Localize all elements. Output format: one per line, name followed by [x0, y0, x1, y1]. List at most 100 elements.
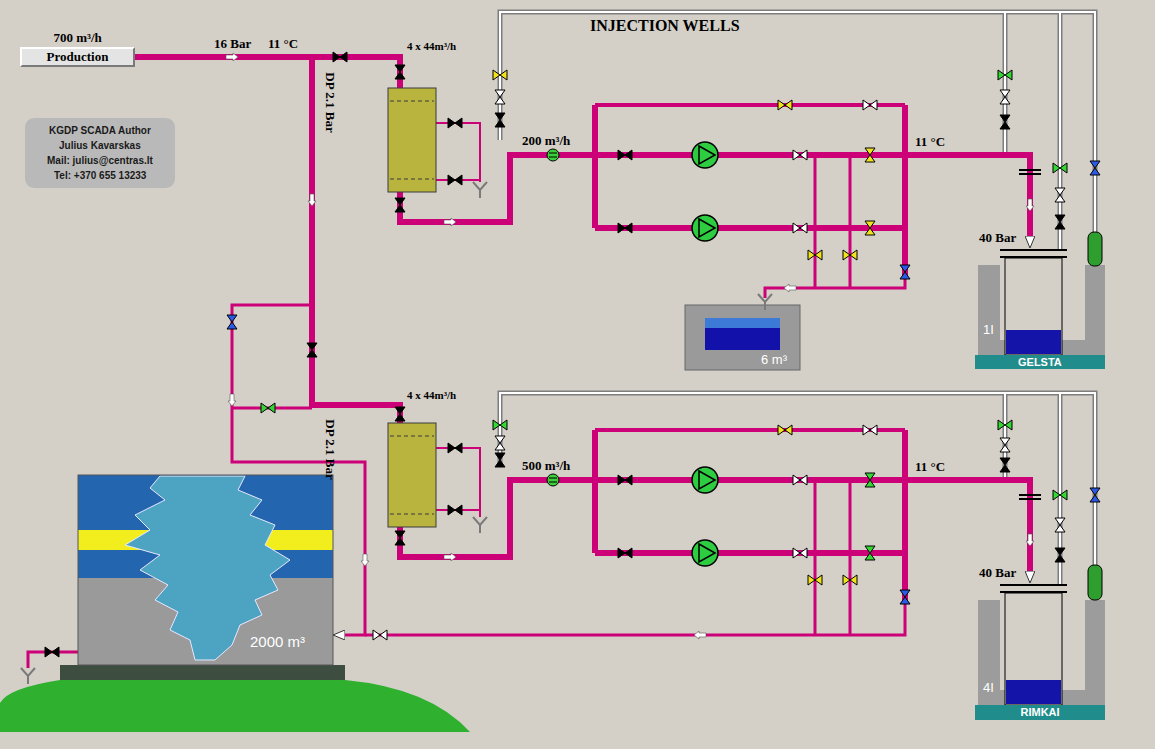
filter [388, 88, 436, 192]
valve [865, 546, 875, 560]
reservoir-base [60, 665, 345, 680]
valve [333, 52, 347, 62]
well-flange [1000, 585, 1067, 592]
well-name-bar [975, 355, 1105, 369]
valve [1090, 161, 1100, 175]
valve [395, 407, 405, 421]
tank-body [685, 305, 800, 370]
valve [865, 148, 875, 162]
reservoir-volume: 2000 m³ [250, 633, 305, 650]
info-line: Mail: julius@centras.lt [47, 153, 153, 168]
well-drawing [975, 232, 1105, 369]
filter-screen [390, 436, 434, 514]
pump-symbol [692, 540, 718, 566]
pipe-tee [1019, 170, 1041, 499]
filter-body [388, 88, 436, 192]
pumps [692, 142, 718, 566]
author-info-box: KGDP SCADA AuthorJulius KavarskasMail: j… [25, 118, 175, 188]
ground [0, 680, 470, 732]
well-flange [1000, 250, 1067, 257]
differential-pressure-label: DP 2.1 Bar [323, 72, 338, 132]
valve [1055, 518, 1065, 532]
well-number: 1I [983, 322, 994, 337]
drain-funnel [473, 517, 487, 533]
valve [998, 70, 1012, 80]
valve [1055, 548, 1065, 562]
flow-heading: 700 m³/h [54, 30, 102, 46]
flow-arrow [361, 554, 369, 566]
valve [778, 100, 792, 110]
valve [495, 436, 505, 450]
well-name: GELSTA [1018, 355, 1062, 369]
valve [1000, 90, 1010, 104]
valve [618, 548, 632, 558]
tank-drawing [685, 305, 800, 370]
valve [448, 443, 462, 453]
pump-symbol [692, 467, 718, 493]
gas-cylinder [1088, 232, 1102, 266]
valve [1000, 458, 1010, 472]
valve [495, 453, 505, 467]
valve [843, 250, 857, 260]
valve [227, 315, 237, 329]
valve [793, 548, 807, 558]
filter-screen [390, 101, 434, 179]
valve [793, 475, 807, 485]
valve [45, 647, 59, 657]
process-value: 16 Bar [214, 36, 251, 51]
tank-water [705, 318, 780, 350]
flow-arrow [228, 394, 236, 406]
info-line: KGDP SCADA Author [49, 123, 151, 138]
flow-arrow [308, 194, 316, 206]
pipe-connector [135, 57, 1030, 571]
valve [493, 420, 507, 430]
flow-meter [547, 474, 559, 486]
valve [1053, 490, 1067, 500]
pipe-thin [28, 155, 905, 668]
well-name-bar [975, 705, 1105, 720]
flow-arrow [226, 53, 238, 61]
pipe-thick [595, 105, 905, 603]
valve [493, 70, 507, 80]
flow-arrow [444, 218, 456, 226]
drain-funnel [758, 294, 772, 310]
info-line: Julius Kavarskas [59, 138, 141, 153]
valve [448, 505, 462, 515]
valve [900, 590, 910, 604]
valve [865, 473, 875, 487]
valve [395, 531, 405, 545]
valve [863, 100, 877, 110]
flow-arrow [694, 631, 706, 639]
valve [618, 475, 632, 485]
tank-volume: 6 m³ [761, 352, 787, 367]
instrument-line-outer [500, 12, 1095, 585]
well-drawing [975, 565, 1105, 720]
valve [395, 65, 405, 79]
valve [793, 150, 807, 160]
well-casing [1005, 258, 1062, 355]
injection-well: 1I GELSTA [975, 248, 1105, 369]
valve [395, 198, 405, 212]
valve [495, 90, 505, 104]
flow-arrows [226, 53, 1034, 639]
valve [863, 425, 877, 435]
process-value: 40 Bar [979, 230, 1016, 245]
flow-arrow [784, 284, 796, 292]
valve [1000, 115, 1010, 129]
pump-symbol [692, 215, 718, 241]
injection-well: 4IRIMKAI [975, 583, 1105, 720]
flow-arrow [1026, 199, 1034, 211]
process-value: 11 °C [915, 459, 945, 474]
valve [998, 420, 1012, 430]
process-value: 40 Bar [979, 565, 1016, 580]
flow-arrow [1026, 534, 1034, 546]
pump-symbol [692, 142, 718, 168]
info-line: Tel: +370 655 13233 [54, 168, 146, 183]
gas-cylinder [1088, 565, 1102, 600]
pipe-connector [135, 57, 1030, 236]
valve [618, 150, 632, 160]
